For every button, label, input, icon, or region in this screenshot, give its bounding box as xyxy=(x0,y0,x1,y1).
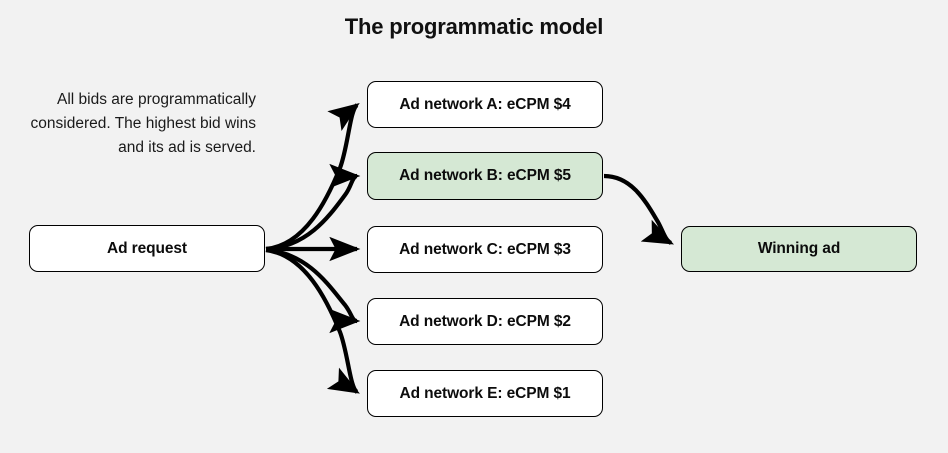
node-winning-ad[interactable]: Winning ad xyxy=(681,226,917,272)
node-ad-network-c[interactable]: Ad network C: eCPM $3 xyxy=(367,226,603,273)
node-ad-network-e[interactable]: Ad network E: eCPM $1 xyxy=(367,370,603,417)
node-label: Ad network D: eCPM $2 xyxy=(399,312,571,330)
node-ad-network-d[interactable]: Ad network D: eCPM $2 xyxy=(367,298,603,345)
edge-request-to-network-e xyxy=(265,247,360,394)
node-ad-network-b[interactable]: Ad network B: eCPM $5 xyxy=(367,152,603,200)
node-ad-request[interactable]: Ad request xyxy=(29,225,265,272)
edge-network-b-to-winner xyxy=(603,173,675,245)
node-label: Ad network E: eCPM $1 xyxy=(399,384,571,402)
edge-request-to-network-d xyxy=(265,247,361,334)
node-label: Winning ad xyxy=(757,240,841,257)
page-title: The programmatic model xyxy=(344,14,604,39)
node-label: Ad request xyxy=(107,239,187,257)
node-label: Ad network B: eCPM $5 xyxy=(399,167,571,184)
node-label: Ad network A: eCPM $4 xyxy=(399,95,571,113)
edge-request-to-network-a xyxy=(265,103,360,252)
node-ad-network-a[interactable]: Ad network A: eCPM $4 xyxy=(367,81,603,128)
diagram-description: All bids are programmatically considered… xyxy=(30,91,256,156)
edge-request-to-network-b xyxy=(265,163,361,252)
node-label: Ad network C: eCPM $3 xyxy=(399,240,571,258)
